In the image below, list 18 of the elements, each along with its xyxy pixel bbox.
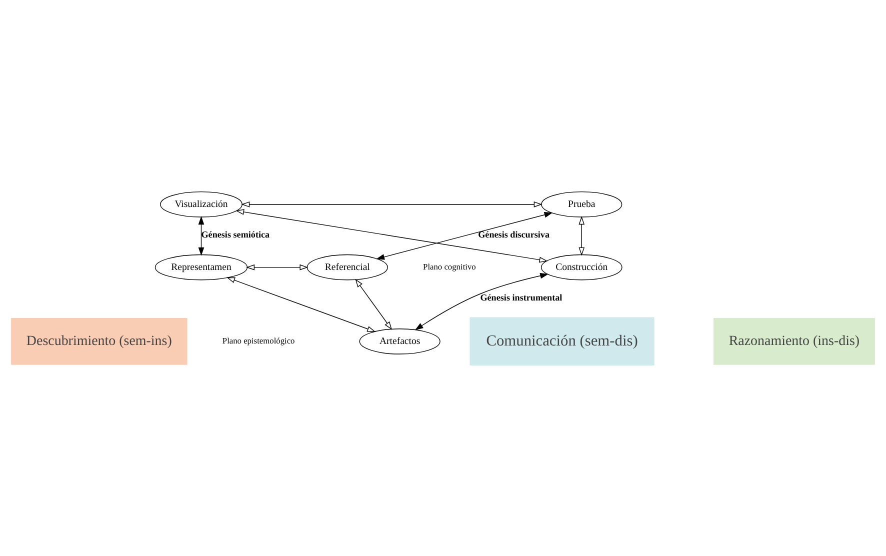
node-box: Razonamiento (ins-dis): [713, 318, 875, 364]
edge-label: Génesis discursiva: [478, 229, 550, 240]
arrow: [414, 272, 549, 330]
node-ellipse: Visualización: [160, 190, 242, 217]
edge-label: Génesis semiótica: [201, 229, 270, 240]
arrow: [578, 216, 585, 256]
arrow: [241, 200, 542, 207]
arrow: [246, 264, 308, 270]
arrow: [198, 216, 204, 256]
node-box: Comunicación (sem-dis): [470, 316, 654, 366]
arrow: [376, 211, 553, 260]
arrow: [355, 278, 392, 330]
arrow: [236, 208, 548, 262]
arrow: [226, 276, 376, 332]
edge-label: Génesis instrumental: [480, 292, 562, 302]
node-box: Descubrimiento (sem-ins): [11, 318, 188, 364]
node-ellipse: Artefactos: [359, 328, 440, 354]
node-ellipse: Representamen: [154, 254, 248, 280]
